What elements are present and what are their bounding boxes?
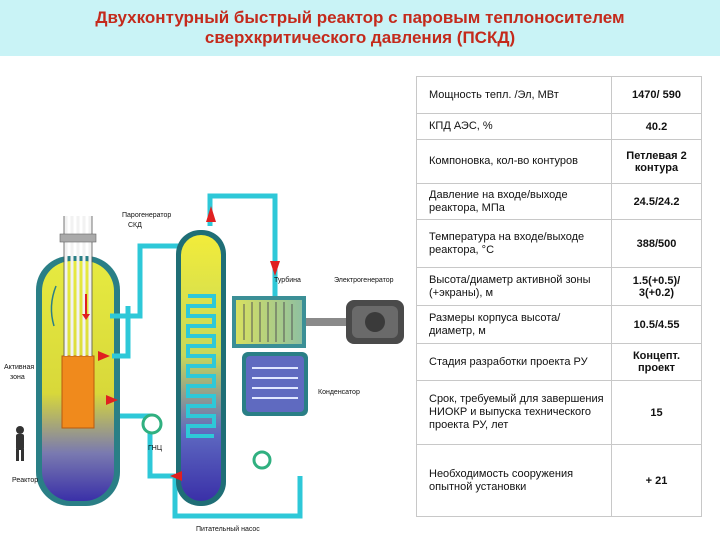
electrogenerator <box>346 300 404 344</box>
label-steam-generator-1: Парогенератор <box>122 212 171 219</box>
reactor-scheme-diagram: Парогенератор СКД Турбина Электрогенерат… <box>4 193 404 533</box>
feed-pump <box>252 450 272 470</box>
flow-arrows <box>98 206 280 481</box>
param-value: 388/500 <box>611 219 702 268</box>
param-value: 10.5/4.55 <box>611 305 702 344</box>
turbine <box>232 296 346 348</box>
table-row: Высота/диаметр активной зоны (+экраны), … <box>416 267 702 306</box>
title-bar: Двухконтурный быстрый реактор с паровым … <box>0 0 720 56</box>
param-label: КПД АЭС, % <box>416 113 612 140</box>
param-value: Концепт. проект <box>611 343 702 381</box>
param-value: 24.5/24.2 <box>611 183 702 220</box>
param-value: 15 <box>611 380 702 445</box>
reactor-core <box>61 355 95 429</box>
param-label: Давление на входе/выходе реактора, МПа <box>416 183 612 220</box>
label-active-zone-2: зона <box>10 374 25 381</box>
label-reactor: Реактор <box>12 477 38 484</box>
param-value: 40.2 <box>611 113 702 140</box>
param-label: Размеры корпуса высота/диаметр, м <box>416 305 612 344</box>
label-feed-pump: Питательный насос <box>196 525 260 533</box>
label-condenser: Конденсатор <box>318 389 360 396</box>
param-label: Срок, требуемый для завершения НИОКР и в… <box>416 380 612 445</box>
person-silhouette <box>16 426 24 461</box>
param-label: Необходимость сооружения опытной установ… <box>416 444 612 517</box>
param-label: Высота/диаметр активной зоны (+экраны), … <box>416 267 612 306</box>
param-value: + 21 <box>611 444 702 517</box>
label-gnc: ГНЦ <box>148 445 163 452</box>
page-title-line1: Двухконтурный быстрый реактор с паровым … <box>95 8 625 27</box>
table-row: КПД АЭС, %40.2 <box>416 113 702 140</box>
page-title-line2: сверхкритического давления (ПСКД) <box>204 28 516 47</box>
label-electrogenerator: Электрогенератор <box>334 277 394 284</box>
label-steam-generator-2: СКД <box>128 222 142 229</box>
gnc-pump <box>141 413 163 435</box>
condenser <box>242 352 308 416</box>
param-label: Компоновка, кол-во контуров <box>416 139 612 184</box>
reactor-vessel <box>36 216 120 506</box>
table-row: Срок, требуемый для завершения НИОКР и в… <box>416 380 702 445</box>
param-label: Температура на входе/выходе реактора, °С <box>416 219 612 268</box>
param-label: Мощность тепл. /Эл, МВт <box>416 76 612 114</box>
param-value: 1470/ 590 <box>611 76 702 114</box>
steam-generator <box>176 230 226 506</box>
label-turbine: Турбина <box>274 276 301 284</box>
label-active-zone-1: Активная <box>4 364 34 371</box>
table-row: Необходимость сооружения опытной установ… <box>416 444 702 517</box>
table-row: Температура на входе/выходе реактора, °С… <box>416 219 702 268</box>
param-value: Петлевая 2 контура <box>611 139 702 184</box>
param-label: Стадия разработки проекта РУ <box>416 343 612 381</box>
param-value: 1.5(+0.5)/ 3(+0.2) <box>611 267 702 306</box>
